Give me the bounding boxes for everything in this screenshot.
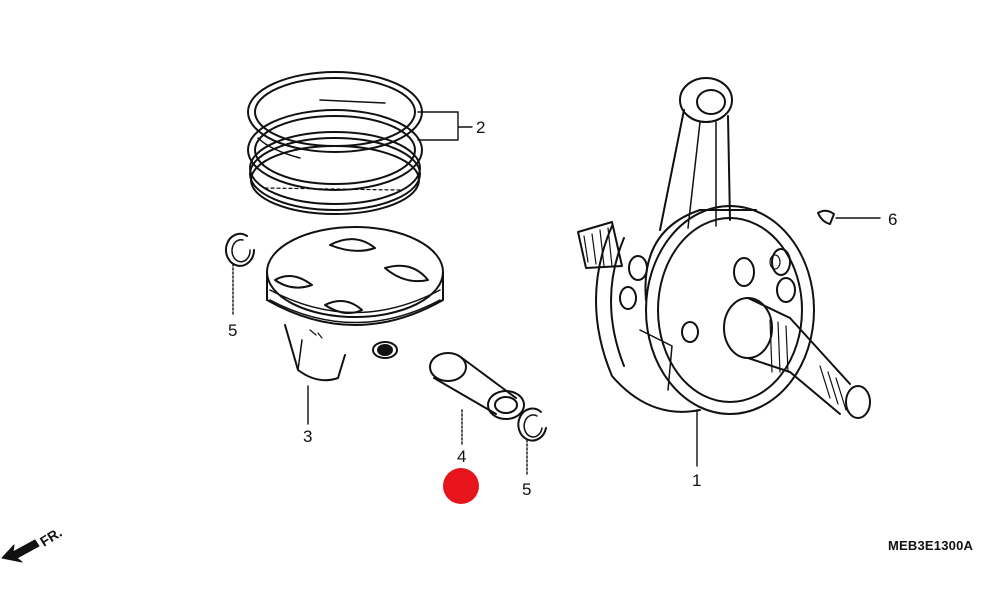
callout-piston-rings: 2 (476, 118, 486, 137)
piston-pin (429, 352, 525, 420)
clip-left (225, 232, 255, 267)
front-direction-arrow (1, 539, 40, 563)
woodruff-key (817, 209, 835, 225)
piston-ring-set (247, 71, 423, 215)
callout-crankshaft: 1 (692, 471, 702, 490)
callout-key: 6 (888, 210, 898, 229)
callout-piston: 3 (303, 427, 313, 446)
callout-clip-right: 5 (522, 480, 532, 499)
piston (266, 226, 444, 382)
leader-lines (232, 111, 881, 475)
crankshaft (577, 77, 871, 419)
callout-clip-left: 5 (228, 321, 238, 340)
red-marker-dot[interactable] (443, 468, 479, 504)
callout-piston-pin: 4 (457, 447, 467, 466)
clip-right (517, 407, 547, 442)
diagram-code: MEB3E1300A (888, 538, 974, 553)
